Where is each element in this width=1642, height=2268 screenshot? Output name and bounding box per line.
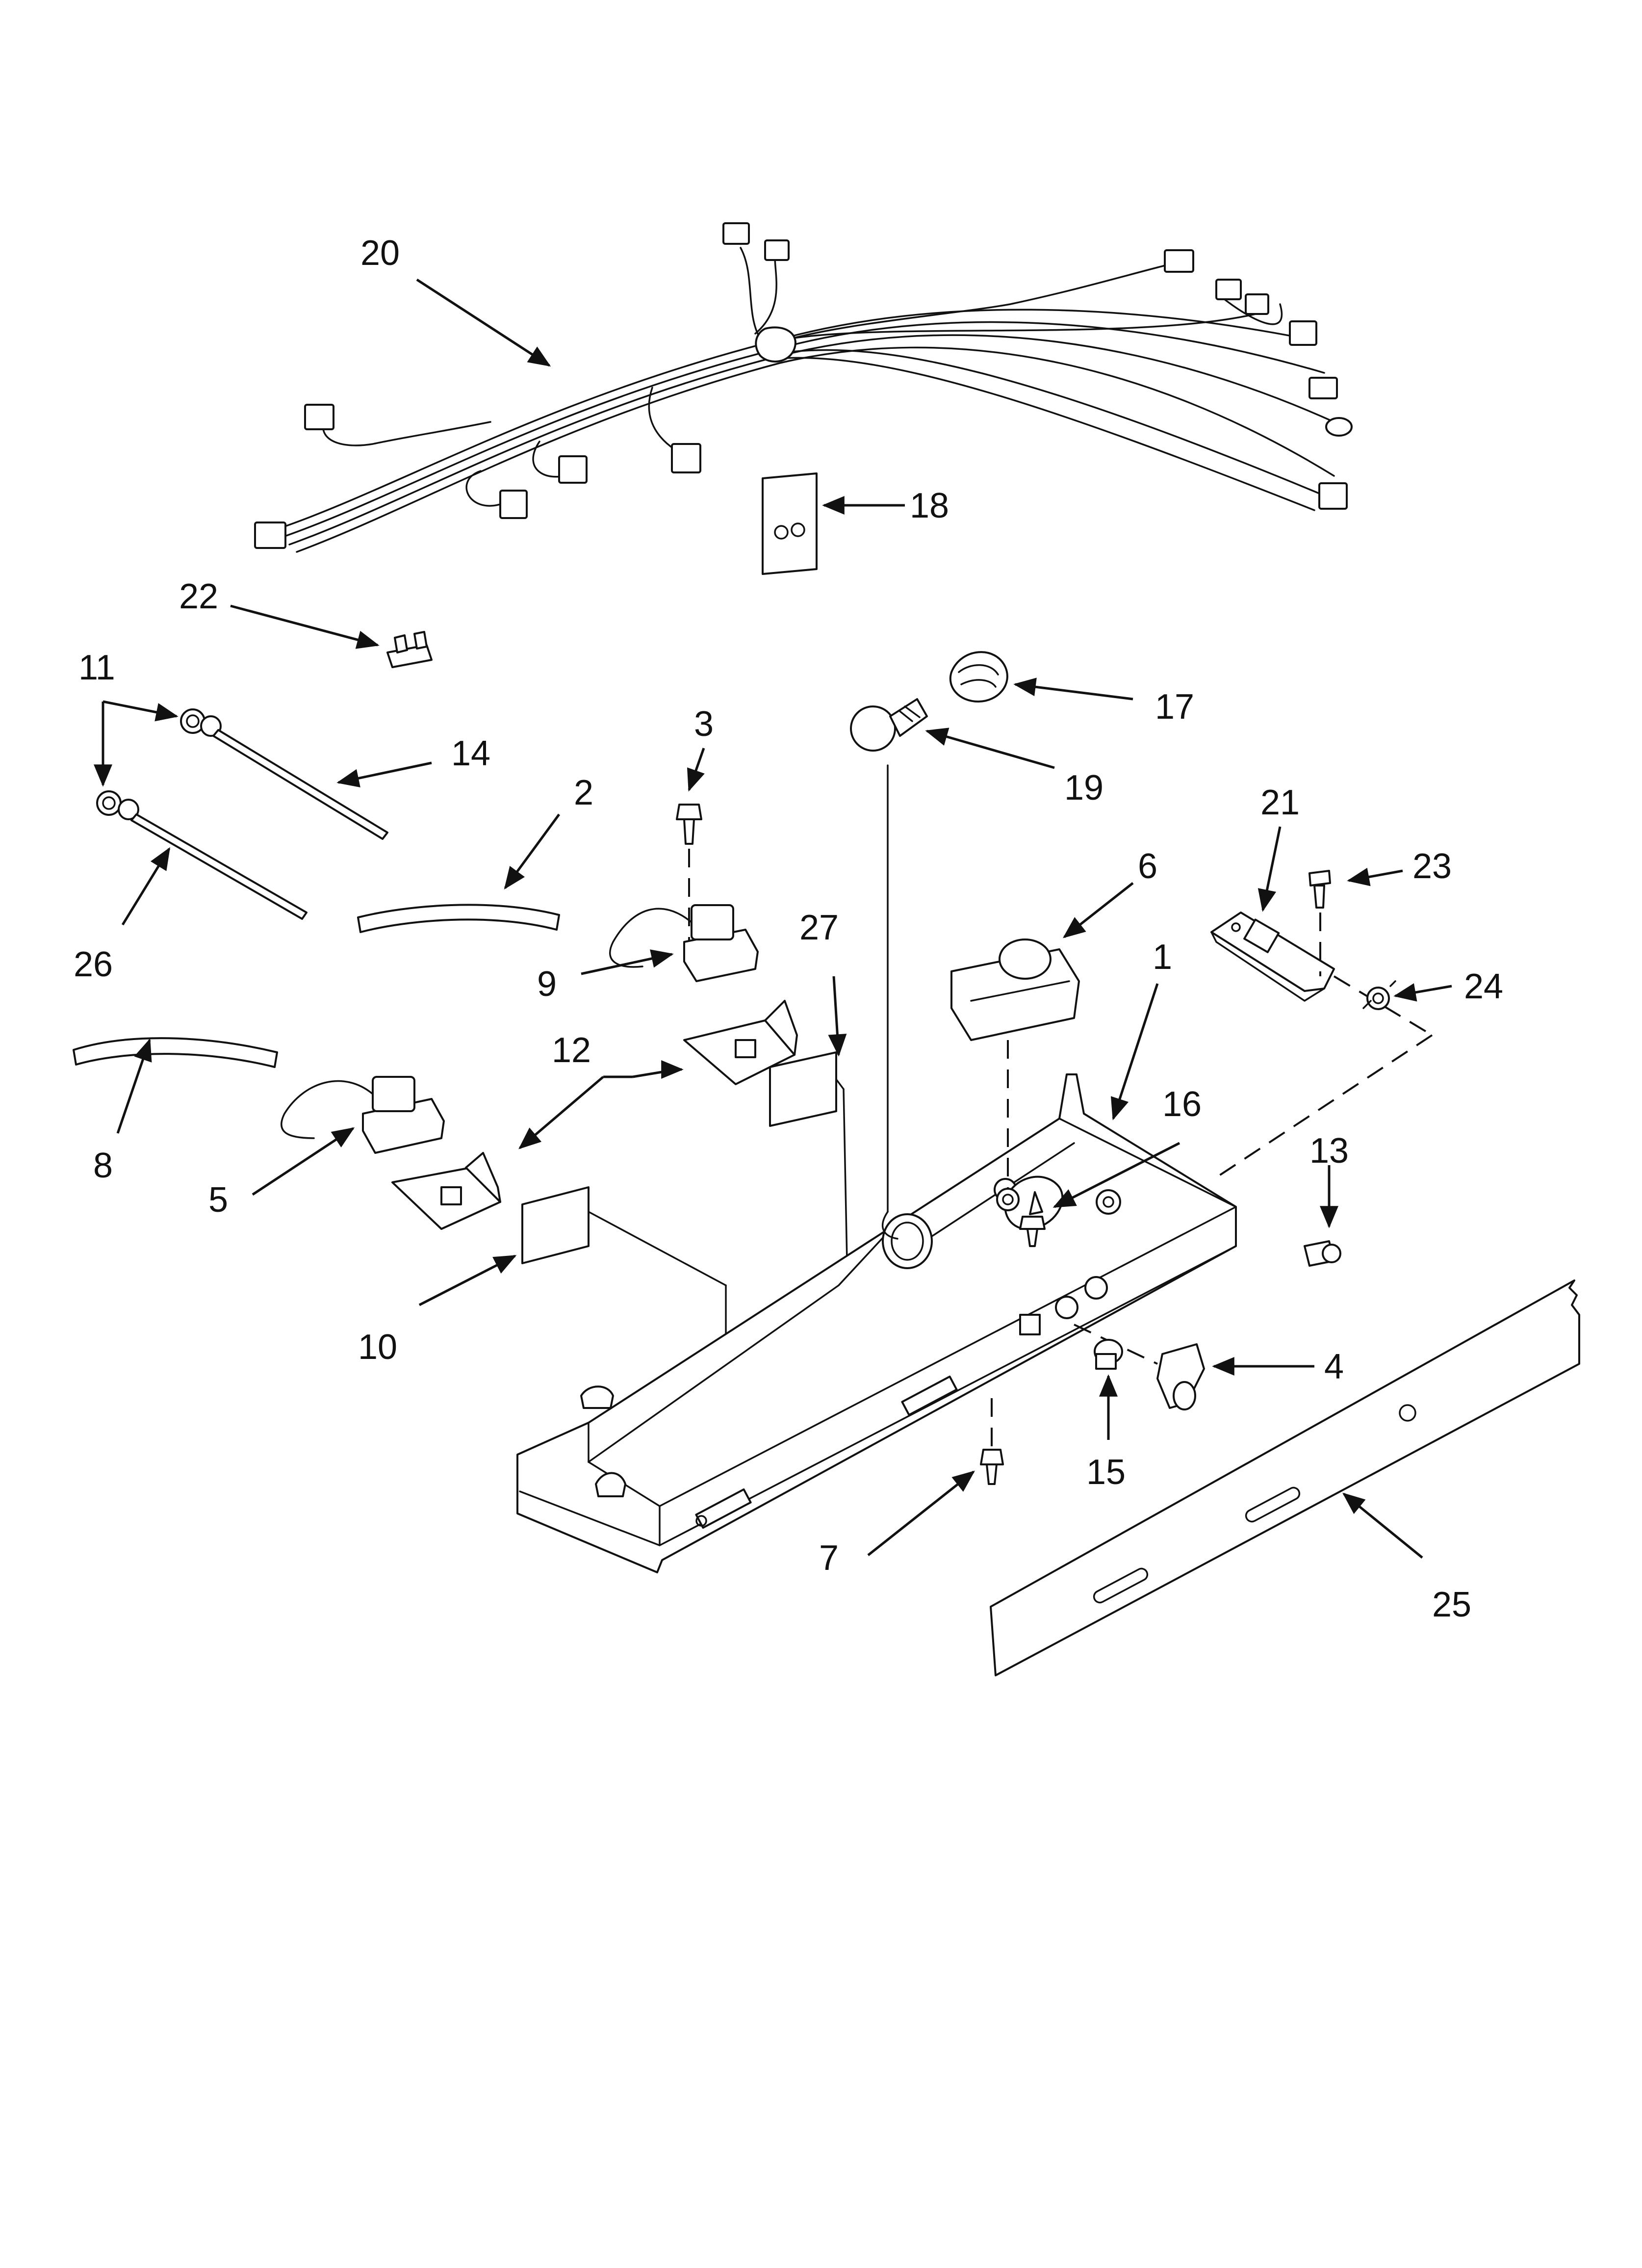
bulb-and-socket xyxy=(850,651,1008,1240)
callout-21: 21 xyxy=(1260,783,1300,822)
callout-4: 4 xyxy=(1324,1347,1344,1386)
callout-numbers: 20 18 22 11 14 3 17 19 21 23 2 6 27 1 24… xyxy=(74,234,1503,1624)
callout-arrows xyxy=(94,278,1452,1559)
callout-14: 14 xyxy=(451,734,490,773)
callout-9: 9 xyxy=(537,965,557,1004)
labels-10-27 xyxy=(521,1051,849,1463)
callout-25: 25 xyxy=(1432,1585,1471,1624)
switch-5 xyxy=(281,1076,445,1154)
callout-8: 8 xyxy=(93,1146,113,1185)
defrost-timer xyxy=(950,938,1080,1211)
screw-13 xyxy=(1304,1240,1341,1267)
callout-19: 19 xyxy=(1064,768,1103,808)
knob-and-switch xyxy=(1074,1324,1205,1410)
callout-18: 18 xyxy=(910,486,949,525)
switch-9 xyxy=(609,904,759,982)
callout-15: 15 xyxy=(1086,1453,1126,1492)
callout-26: 26 xyxy=(74,945,113,984)
callout-10: 10 xyxy=(358,1328,397,1367)
control-board xyxy=(1210,870,1433,1178)
callout-5: 5 xyxy=(208,1180,228,1220)
callout-2: 2 xyxy=(574,773,593,812)
callout-24: 24 xyxy=(1464,967,1503,1006)
insulation-block xyxy=(762,472,818,575)
control-shafts xyxy=(96,708,388,920)
screw-3 xyxy=(676,804,702,952)
callout-1: 1 xyxy=(1153,938,1172,977)
callout-27: 27 xyxy=(799,908,839,947)
callout-11: 11 xyxy=(78,648,115,687)
callout-23: 23 xyxy=(1412,847,1452,886)
callout-22: 22 xyxy=(179,577,218,616)
wire-harness xyxy=(254,222,1353,553)
screw-7 xyxy=(980,1398,1004,1485)
callout-3: 3 xyxy=(694,704,714,744)
callout-7: 7 xyxy=(819,1538,839,1578)
callout-17: 17 xyxy=(1155,687,1194,727)
drain-tubes xyxy=(73,904,560,1068)
callout-20: 20 xyxy=(360,234,400,273)
screw-16 xyxy=(1019,1216,1046,1247)
callout-12: 12 xyxy=(552,1031,591,1070)
control-panel xyxy=(990,1279,1580,1676)
callout-13: 13 xyxy=(1309,1131,1349,1171)
control-housing xyxy=(516,1073,1237,1573)
callout-16: 16 xyxy=(1162,1085,1202,1124)
wire-clip xyxy=(386,631,433,668)
callout-6: 6 xyxy=(1138,847,1157,886)
brackets-12 xyxy=(391,1000,798,1230)
